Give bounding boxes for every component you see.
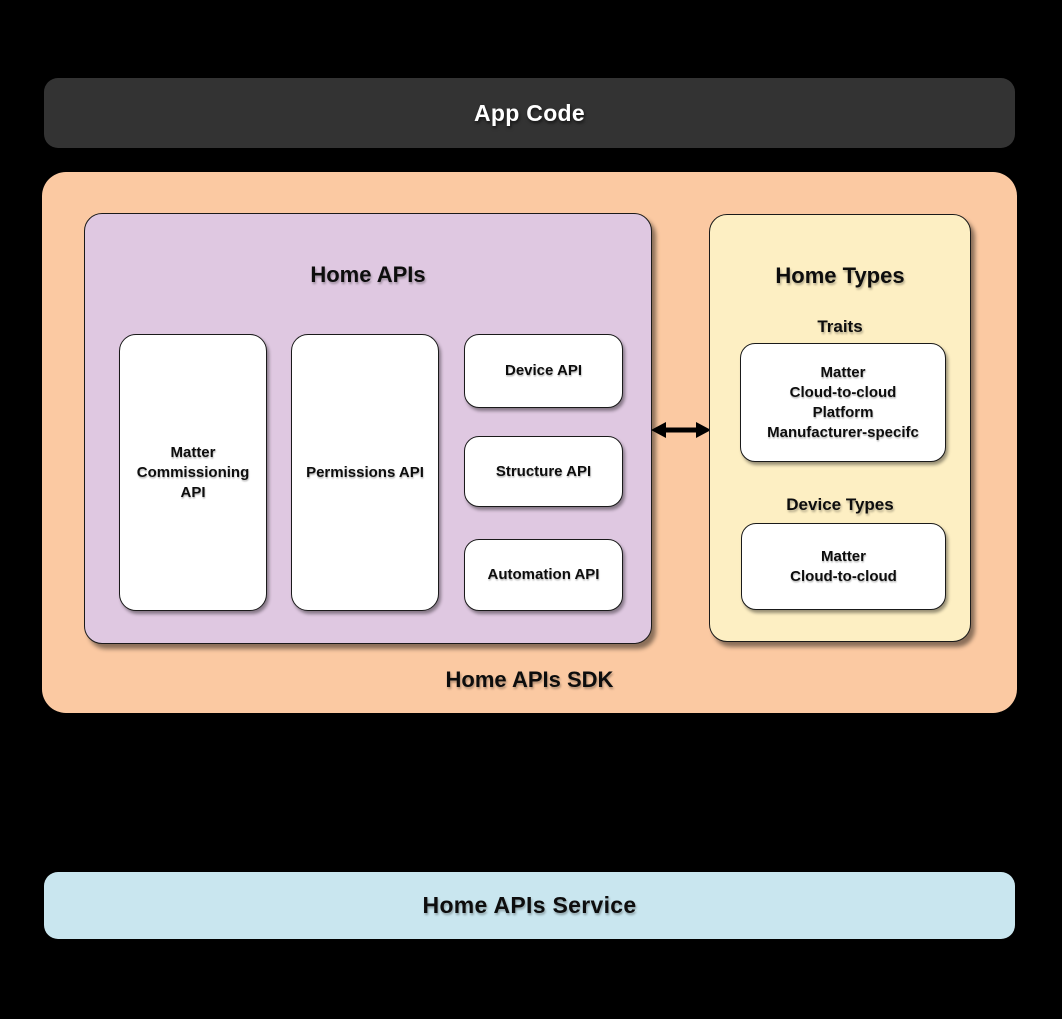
home-apis-panel: Home APIs Matter Commissioning API Permi… bbox=[84, 213, 652, 644]
traits-box: Matter Cloud-to-cloud Platform Manufactu… bbox=[740, 343, 946, 462]
app-code-bar: App Code bbox=[44, 78, 1015, 148]
home-apis-sdk-container: Home APIs Matter Commissioning API Permi… bbox=[42, 172, 1017, 713]
structure-api-label: Structure API bbox=[495, 462, 592, 480]
structure-api-box: Structure API bbox=[464, 436, 623, 507]
home-types-title: Home Types bbox=[775, 263, 905, 288]
bidirectional-arrow-icon bbox=[651, 416, 711, 444]
traits-heading: Traits bbox=[817, 317, 863, 336]
home-apis-service-bar: Home APIs Service bbox=[44, 872, 1015, 939]
home-apis-sdk-label: Home APIs SDK bbox=[445, 667, 614, 692]
device-api-box: Device API bbox=[464, 334, 623, 408]
app-code-label: App Code bbox=[474, 99, 585, 126]
device-types-list: Matter Cloud-to-cloud bbox=[790, 547, 897, 585]
automation-api-label: Automation API bbox=[487, 566, 600, 583]
home-apis-title: Home APIs bbox=[310, 262, 426, 287]
home-apis-service-label: Home APIs Service bbox=[422, 892, 637, 918]
permissions-api-label: Permissions API bbox=[306, 463, 424, 481]
matter-commissioning-api-label: Matter Commissioning API bbox=[136, 443, 250, 501]
device-types-heading: Device Types bbox=[786, 495, 894, 514]
device-types-box: Matter Cloud-to-cloud bbox=[741, 523, 946, 610]
automation-api-box: Automation API bbox=[464, 539, 623, 611]
permissions-api-box: Permissions API bbox=[291, 334, 439, 611]
matter-commissioning-api-box: Matter Commissioning API bbox=[119, 334, 267, 611]
device-api-label: Device API bbox=[505, 362, 582, 379]
home-types-panel: Home Types Traits Matter Cloud-to-cloud … bbox=[709, 214, 971, 642]
traits-list: Matter Cloud-to-cloud Platform Manufactu… bbox=[767, 363, 919, 441]
